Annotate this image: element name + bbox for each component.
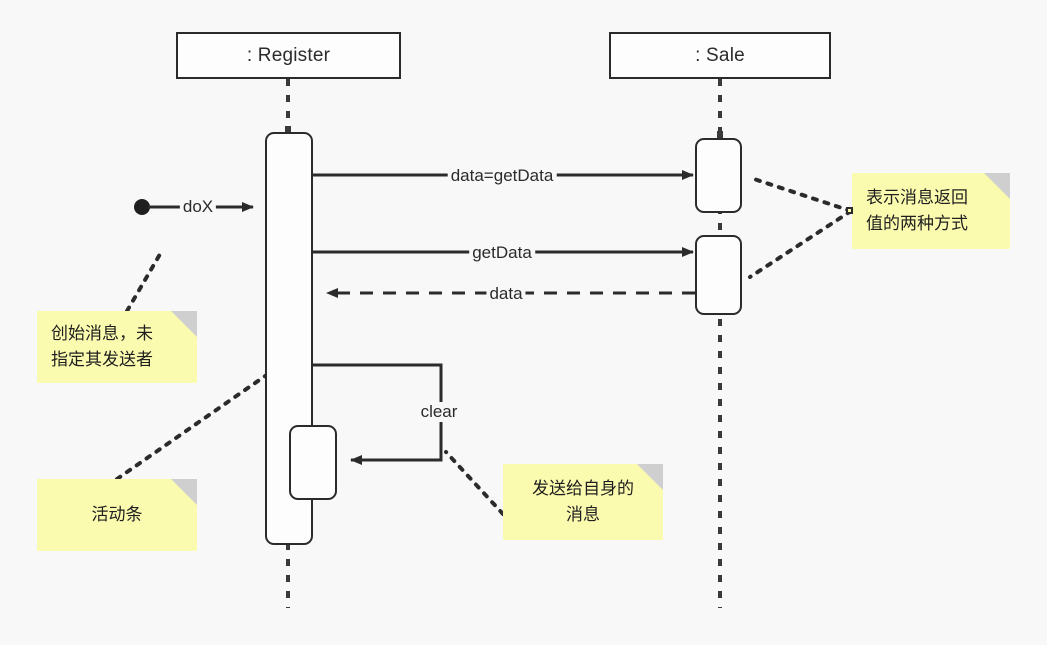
- selection-handle-register-top[interactable]: [285, 126, 291, 133]
- note-connector-found-message: [125, 247, 165, 313]
- note-found-message-text: 创始消息，未 指定其发送者: [51, 323, 153, 369]
- note-fold-icon: [637, 464, 663, 490]
- activation-bar-sale-second[interactable]: [695, 235, 742, 315]
- activation-bar-register-nested[interactable]: [289, 425, 337, 500]
- lifeline-head-register-label: : Register: [246, 44, 331, 66]
- note-selection-handle[interactable]: [846, 207, 853, 214]
- lifeline-head-sale-label: : Sale: [695, 44, 745, 66]
- note-connector-return-styles-upper: [749, 176, 853, 213]
- found-message-origin-dot: [134, 199, 150, 215]
- activation-bar-sale-first[interactable]: [695, 138, 742, 213]
- note-self-message[interactable]: 发送给自身的 消息: [503, 464, 663, 540]
- message-label-data-eq-getData: data=getData: [447, 166, 557, 186]
- note-fold-icon: [171, 311, 197, 337]
- note-fold-icon: [984, 173, 1010, 199]
- note-found-message[interactable]: 创始消息，未 指定其发送者: [37, 311, 197, 383]
- message-label-getData: getData: [469, 243, 535, 263]
- note-connector-activation-bar: [115, 372, 270, 481]
- note-self-message-text: 发送给自身的 消息: [532, 478, 634, 524]
- note-activation-bar[interactable]: 活动条: [37, 479, 197, 551]
- note-connector-self-message: [444, 450, 505, 516]
- lifeline-head-register[interactable]: : Register: [176, 32, 401, 79]
- note-connector-return-styles-lower: [748, 209, 853, 279]
- note-activation-bar-text: 活动条: [91, 504, 143, 524]
- lifeline-head-sale[interactable]: : Sale: [609, 32, 831, 79]
- message-label-data-return: data: [486, 284, 526, 304]
- note-return-value-styles-text: 表示消息返回 值的两种方式: [866, 187, 968, 233]
- selection-handle-sale-top[interactable]: [717, 131, 723, 138]
- note-return-value-styles[interactable]: 表示消息返回 值的两种方式: [852, 173, 1010, 249]
- note-fold-icon: [171, 479, 197, 505]
- message-label-clear: clear: [417, 402, 461, 422]
- message-label-doX: doX: [179, 197, 217, 217]
